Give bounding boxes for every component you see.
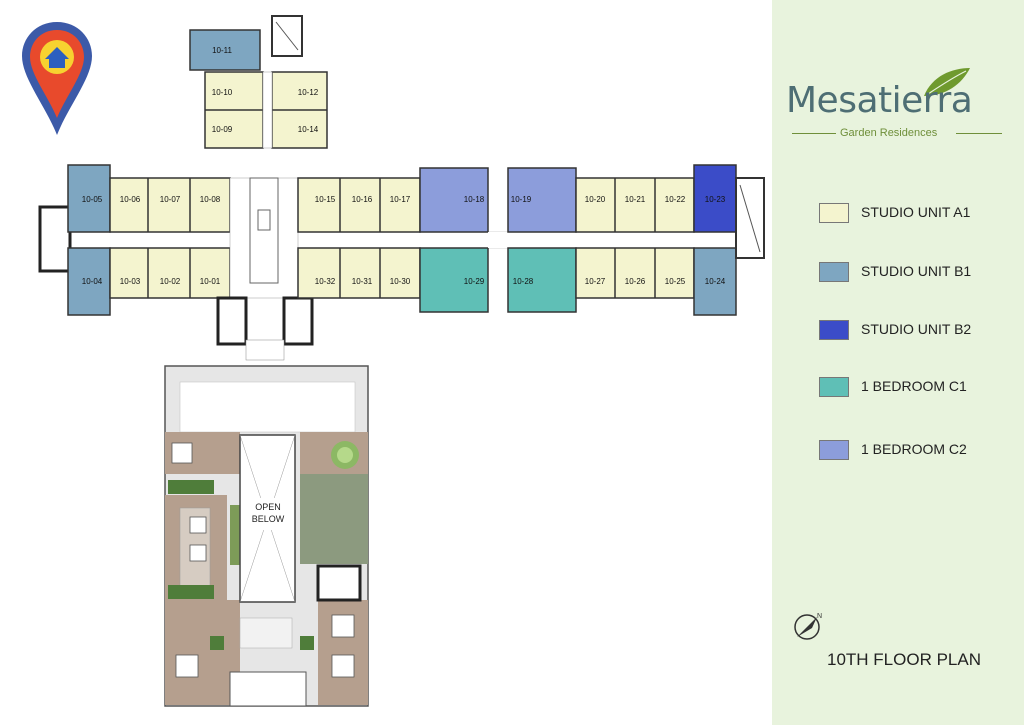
central-core	[216, 177, 314, 361]
unit-10-25[interactable]: 10-25	[665, 277, 686, 286]
swatch-1br-c2	[819, 440, 849, 460]
unit-10-31[interactable]: 10-31	[352, 277, 373, 286]
unit-10-26[interactable]: 10-26	[625, 277, 646, 286]
legend-panel: Mesatierra Garden Residences STUDIO UNIT…	[772, 0, 1024, 725]
unit-10-29[interactable]: 10-29	[464, 277, 485, 286]
leaf-logo-icon	[924, 68, 970, 96]
unit-10-01[interactable]: 10-01	[200, 277, 221, 286]
unit-10-22[interactable]: 10-22	[665, 195, 686, 204]
unit-10-10[interactable]: 10-10	[212, 88, 233, 97]
floor-plan: OPEN BELOW 10-11 10-10 10-09 10-12 10-14…	[22, 15, 765, 707]
east-center-wing	[297, 167, 489, 313]
unit-10-24[interactable]: 10-24	[705, 277, 726, 286]
brand-tagline: Garden Residences	[840, 127, 938, 139]
brand-line-left	[792, 133, 836, 134]
open-below-label: OPEN	[255, 502, 281, 512]
legend-label: 1 BEDROOM C2	[861, 441, 967, 457]
swatch-1br-c1	[819, 377, 849, 397]
brand-line-right	[956, 133, 1002, 134]
legend-label: STUDIO UNIT B2	[861, 321, 972, 337]
swatch-studio-b2	[819, 320, 849, 340]
brand-name: Mesatierra	[786, 80, 973, 121]
west-wing	[38, 164, 231, 316]
north-wing	[189, 15, 328, 149]
unit-10-11[interactable]: 10-11	[212, 46, 232, 55]
legend-label: STUDIO UNIT A1	[861, 204, 971, 220]
unit-10-27[interactable]: 10-27	[585, 277, 606, 286]
amenity-deck: OPEN BELOW	[164, 365, 369, 707]
unit-10-14[interactable]: 10-14	[298, 125, 319, 134]
unit-10-07[interactable]: 10-07	[160, 195, 181, 204]
unit-10-19[interactable]: 10-19	[511, 195, 532, 204]
unit-10-04[interactable]: 10-04	[82, 277, 103, 286]
unit-10-20[interactable]: 10-20	[585, 195, 606, 204]
unit-10-16[interactable]: 10-16	[352, 195, 373, 204]
open-below-label-2: BELOW	[252, 514, 285, 524]
unit-10-06[interactable]: 10-06	[120, 195, 141, 204]
unit-10-21[interactable]: 10-21	[625, 195, 646, 204]
north-compass-icon: N	[794, 613, 822, 640]
unit-10-09[interactable]: 10-09	[212, 125, 233, 134]
unit-10-05[interactable]: 10-05	[82, 195, 103, 204]
unit-10-32[interactable]: 10-32	[315, 277, 336, 286]
unit-10-02[interactable]: 10-02	[160, 277, 181, 286]
east-wing	[488, 164, 765, 316]
unit-10-08[interactable]: 10-08	[200, 195, 221, 204]
unit-10-12[interactable]: 10-12	[298, 88, 319, 97]
legend-label: STUDIO UNIT B1	[861, 263, 972, 279]
unit-10-28[interactable]: 10-28	[513, 277, 534, 286]
legend-label: 1 BEDROOM C1	[861, 378, 967, 394]
unit-10-18[interactable]: 10-18	[464, 195, 485, 204]
unit-10-23[interactable]: 10-23	[705, 195, 726, 204]
swatch-studio-a1	[819, 203, 849, 223]
unit-10-03[interactable]: 10-03	[120, 277, 141, 286]
unit-10-15[interactable]: 10-15	[315, 195, 336, 204]
unit-10-30[interactable]: 10-30	[390, 277, 411, 286]
svg-text:N: N	[817, 613, 822, 620]
unit-10-17[interactable]: 10-17	[390, 195, 411, 204]
swatch-studio-b1	[819, 262, 849, 282]
floor-plan-title: 10TH FLOOR PLAN	[827, 650, 981, 669]
location-pin-icon[interactable]	[22, 22, 92, 135]
